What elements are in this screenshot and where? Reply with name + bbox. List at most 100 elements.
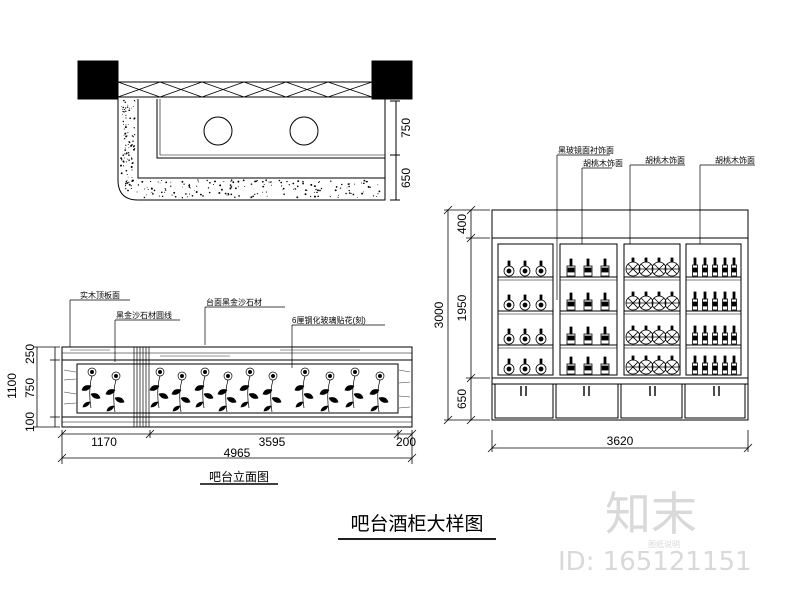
flower-center <box>180 374 184 378</box>
bottle-neck <box>603 356 607 365</box>
bottle-label <box>567 267 575 273</box>
stipple-dot <box>124 153 126 155</box>
bottle-label <box>506 268 512 274</box>
bottle-pattern <box>626 361 640 373</box>
stipple-dot <box>122 154 125 157</box>
bottle-label <box>692 301 698 307</box>
stipple-dot <box>282 187 285 190</box>
stipple-dot <box>189 193 191 195</box>
callout-counter-stone: 台面黑金沙石材 <box>206 297 262 307</box>
wine-bottle <box>712 355 718 375</box>
bottle-neck <box>670 291 674 297</box>
bottle-label <box>601 267 609 273</box>
bottle-neck <box>631 355 635 361</box>
bottle-label <box>702 365 708 371</box>
flower-center <box>353 370 357 374</box>
flower-stem <box>179 379 183 413</box>
elev-dim-3595: 3595 <box>259 435 286 449</box>
stipple-dot <box>348 192 351 194</box>
wine-bottle <box>712 257 718 277</box>
bottle-label <box>702 335 708 341</box>
stipple-dot <box>339 187 342 189</box>
stipple-dot <box>329 196 331 198</box>
bottle-label <box>601 365 609 371</box>
bottle-neck <box>703 355 707 364</box>
bottle-pattern <box>639 331 653 343</box>
wine-bottle <box>722 325 728 345</box>
wine-bottle <box>651 325 667 345</box>
stipple-dot <box>219 184 222 187</box>
stipple-dot <box>129 117 132 120</box>
flower-center <box>203 370 207 374</box>
stipple-dot <box>349 183 351 185</box>
flower-leaf <box>203 393 214 399</box>
stipple-dot <box>165 181 168 184</box>
stipple-dot <box>338 194 339 196</box>
bottle-neck <box>644 325 648 331</box>
bottle-label <box>692 335 698 341</box>
bottle-neck <box>693 257 697 266</box>
flower-motif <box>369 371 389 413</box>
stipple-dot <box>123 157 125 159</box>
flower-stem <box>327 379 331 413</box>
wine-bottle <box>638 291 654 311</box>
stipple-dot <box>209 181 211 184</box>
elev-dim-750: 750 <box>23 378 37 398</box>
stipple-dot <box>354 183 356 185</box>
flower-stem <box>89 375 93 409</box>
stipple-dot <box>208 191 211 194</box>
bottle-neck <box>569 326 573 335</box>
elev-wood-grain <box>63 369 411 409</box>
flower-stem <box>270 379 274 413</box>
stipple-dot <box>128 141 130 143</box>
bottle-neck <box>703 325 707 334</box>
flower-motif <box>239 367 259 409</box>
bottle-neck <box>723 325 727 334</box>
bottle-neck <box>539 294 543 301</box>
flower-leaf <box>248 393 259 399</box>
bottle-pattern <box>626 297 640 309</box>
bottle-pattern <box>639 297 653 309</box>
stipple-dot <box>130 158 133 160</box>
flower-stem <box>377 379 381 413</box>
plan-counter-outline <box>117 99 386 201</box>
elev-caption: 吧台立面图 <box>209 469 269 484</box>
flower-motif <box>262 371 282 413</box>
wine-bottle <box>625 325 641 345</box>
stipple-dot <box>132 179 134 182</box>
stipple-dot <box>223 181 225 183</box>
bottle-neck <box>603 258 607 267</box>
stipple-dot <box>133 148 135 151</box>
stipple-dot <box>230 181 232 183</box>
stipple-dot <box>128 181 130 183</box>
flower-leaf <box>81 385 92 391</box>
bottle-neck <box>713 325 717 334</box>
flower-motif <box>105 371 125 413</box>
elev-flower-pattern <box>81 367 389 413</box>
stipple-dot <box>126 173 128 176</box>
bottle-neck <box>523 294 527 301</box>
stipple-dot <box>281 185 283 187</box>
stipple-dot <box>314 195 316 198</box>
stipple-dot <box>124 182 127 185</box>
stipple-dot <box>122 106 125 109</box>
cab-dim-3620: 3620 <box>607 434 634 448</box>
stipple-dot <box>124 185 127 187</box>
flower-stem <box>352 375 356 409</box>
watermark-small-text: 图纸说明 <box>648 539 680 549</box>
wine-bottle <box>625 257 641 277</box>
stipple-dot <box>127 152 130 154</box>
stipple-dot <box>316 191 318 194</box>
wine-bottle <box>583 258 593 277</box>
stipple-dot <box>170 181 172 183</box>
stipple-dot <box>121 105 122 107</box>
bottle-neck <box>631 257 635 263</box>
stipple-dot <box>128 147 130 149</box>
bottle-neck <box>670 325 674 331</box>
flower-leaf <box>150 401 159 408</box>
stipple-dot <box>361 192 364 195</box>
wine-bottle <box>692 325 698 345</box>
stipple-dot <box>313 185 316 188</box>
stipple-dot <box>127 104 129 106</box>
bottle-neck <box>586 326 590 335</box>
